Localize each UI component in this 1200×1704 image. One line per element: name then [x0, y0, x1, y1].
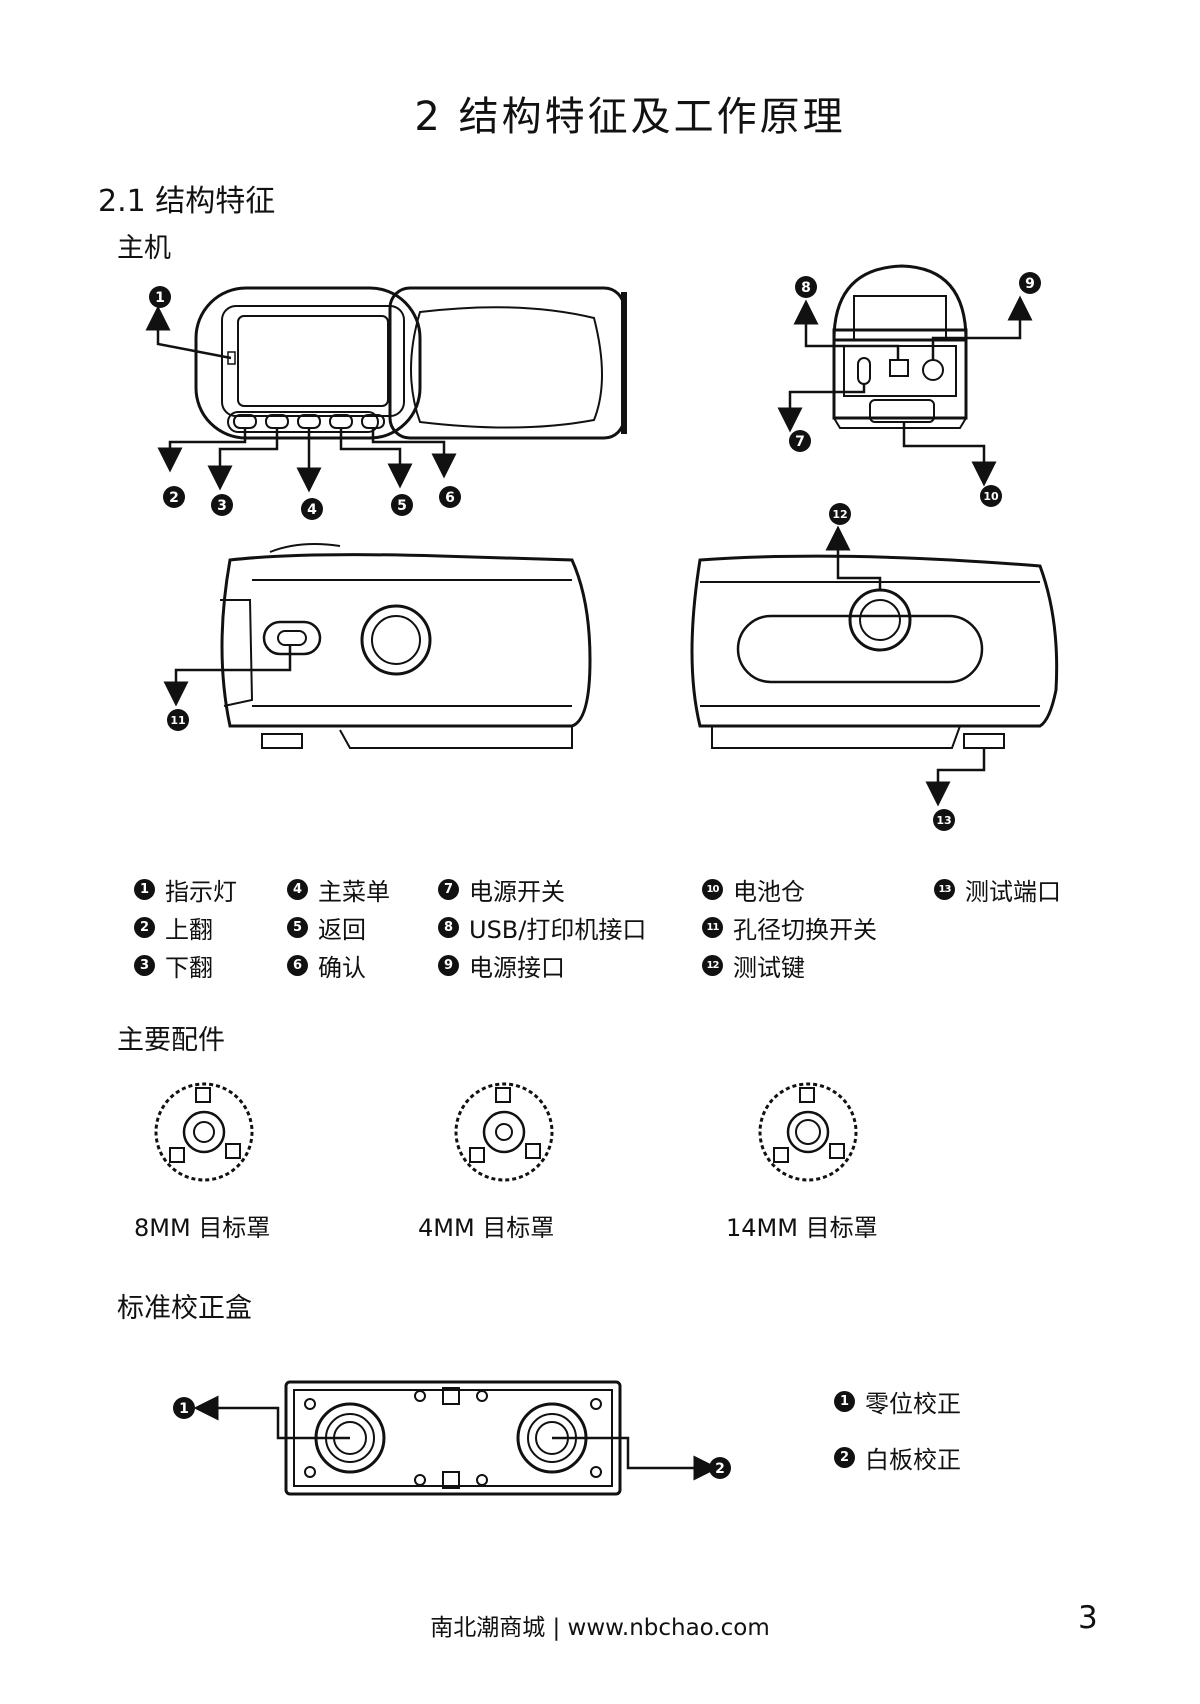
- side-view-right: [690, 525, 1059, 807]
- section-title: 2.1 结构特征: [98, 184, 276, 219]
- svg-text:3: 3: [217, 498, 227, 514]
- callout-7: 7: [789, 430, 811, 452]
- svg-text:2: 2: [715, 1461, 725, 1477]
- callout-8: 8: [795, 276, 817, 298]
- callout-1: 1: [149, 286, 171, 308]
- footer: 南北潮商城 | www.nbchao.com: [430, 1615, 770, 1641]
- accessories-title: 主要配件: [117, 1025, 225, 1056]
- svg-text:13: 13: [936, 814, 951, 827]
- callout-10: 10: [980, 485, 1002, 507]
- callout-11: 11: [167, 709, 189, 731]
- svg-text:1: 1: [155, 290, 165, 306]
- calib-callout-1: 1: [173, 1397, 195, 1419]
- calibration-title: 标准校正盒: [117, 1293, 252, 1324]
- chapter-title: 2 结构特征及工作原理: [414, 94, 846, 140]
- side-view-left: [163, 543, 592, 749]
- accessory-14mm: [758, 1082, 858, 1182]
- calibration-box: [193, 1380, 719, 1496]
- callout-9: 9: [1019, 272, 1041, 294]
- svg-text:8: 8: [801, 280, 811, 296]
- front-view: [145, 286, 627, 493]
- svg-text:6: 6: [445, 490, 455, 506]
- accessory-caption-8mm: 8MM 目标罩: [134, 1214, 271, 1242]
- calib-callout-2: 2: [709, 1457, 731, 1479]
- svg-text:1: 1: [179, 1401, 189, 1417]
- accessory-4mm: [454, 1082, 554, 1182]
- callout-6: 6: [439, 486, 461, 508]
- svg-text:9: 9: [1025, 276, 1035, 292]
- svg-text:12: 12: [832, 508, 847, 521]
- callout-4: 4: [301, 498, 323, 520]
- callout-2: 2: [163, 486, 185, 508]
- callout-5: 5: [391, 494, 413, 516]
- svg-text:2: 2: [169, 490, 179, 506]
- callout-12: 12: [829, 503, 851, 525]
- callout-3: 3: [211, 494, 233, 516]
- svg-text:5: 5: [397, 498, 407, 514]
- svg-text:11: 11: [170, 714, 185, 727]
- svg-text:10: 10: [983, 490, 999, 503]
- accessory-8mm: [154, 1082, 254, 1182]
- host-title: 主机: [117, 233, 171, 264]
- accessory-caption-14mm: 14MM 目标罩: [726, 1214, 878, 1242]
- page-number: 3: [1078, 1600, 1098, 1636]
- callout-13: 13: [933, 809, 955, 831]
- accessory-caption-4mm: 4MM 目标罩: [418, 1214, 555, 1242]
- svg-text:7: 7: [795, 434, 805, 450]
- rear-view: [777, 264, 1033, 487]
- svg-text:4: 4: [307, 502, 317, 518]
